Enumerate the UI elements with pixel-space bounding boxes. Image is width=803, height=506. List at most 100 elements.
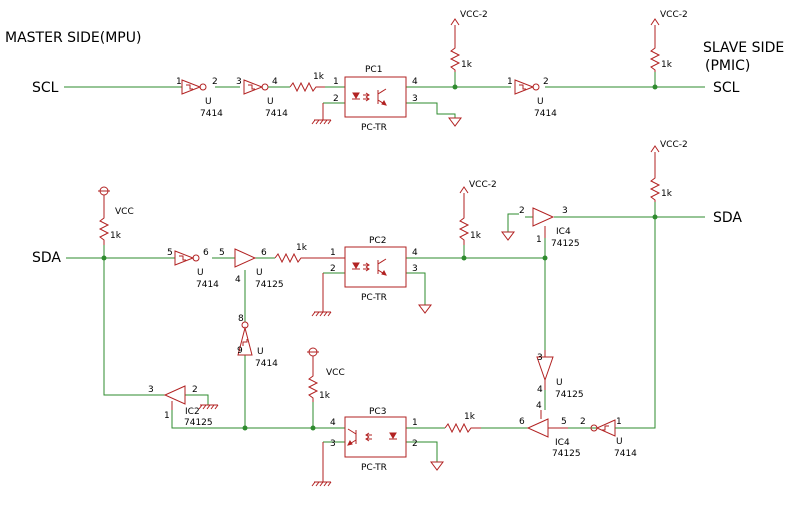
sda-pullup-vcc2-1: VCC-2 1k: [458, 180, 497, 245]
pin-label: 2: [543, 77, 549, 87]
optocoupler-pc2: PC2 PC-TR 1 2 4 3: [330, 236, 418, 303]
optocoupler-pc1: PC1 PC-TR 1 2 4 3: [333, 65, 418, 133]
pin-label: 3: [562, 206, 568, 216]
sda-wires: [66, 202, 705, 462]
gate-ref: U: [556, 378, 563, 388]
gate-ref: U: [257, 347, 264, 357]
gate-part: 74125: [555, 390, 584, 400]
sda-right-label: SDA: [713, 210, 742, 226]
slave-side-title: SLAVE SIDE: [703, 40, 784, 56]
pin-label: 4: [536, 401, 542, 411]
ground-arrow: [501, 231, 515, 241]
pin-label: 2: [192, 385, 198, 395]
pin-label: 3: [330, 439, 336, 449]
opto-type: PC-TR: [361, 463, 387, 473]
gate-part: 74125: [255, 280, 284, 290]
resistor-value: 1k: [470, 231, 482, 241]
scl-schmitt-inverter-3: 1 2 U 7414: [507, 77, 557, 119]
pin-label: 3: [148, 385, 154, 395]
gate-ref: U: [616, 437, 623, 447]
gate-part: 7414: [255, 359, 278, 369]
sda-resistor-1k: 1k: [274, 243, 345, 264]
ic4-tristate-buffer-vertical: 3 4 U 74125: [536, 350, 584, 400]
pin-label: 3: [412, 264, 418, 274]
opto-type: PC-TR: [361, 293, 387, 303]
sda-schmitt-inverter-vertical: 8 9 U 7414: [237, 314, 278, 369]
opto-ref: PC2: [369, 236, 386, 246]
gate-ref: IC2: [185, 407, 200, 417]
scl-schmitt-inverter-2: 3 4 U 7414: [236, 77, 290, 119]
sda-schmitt-inverter-2: 2 1 U 7414: [580, 417, 637, 459]
sda-pullup-vcc2-2: VCC-2 1k: [649, 140, 688, 202]
scl-left-label: SCL: [32, 80, 59, 96]
ic4-tristate-buffer-1: 2 3 1 IC4 74125: [519, 206, 580, 249]
sda-schmitt-inverter-1: 5 6 U 7414: [167, 248, 219, 290]
resistor-value: 1k: [661, 60, 673, 70]
scl-schmitt-inverter-1: 1 2 U 7414: [176, 77, 223, 119]
pin-label: 4: [537, 385, 543, 395]
supply-label: VCC-2: [469, 180, 497, 190]
pin-label: 1: [176, 77, 182, 87]
master-side-title: MASTER SIDE(MPU): [5, 30, 141, 46]
resistor-value: 1k: [313, 72, 325, 82]
gate-ref: U: [205, 97, 212, 107]
supply-label: VCC: [115, 207, 134, 217]
supply-label: VCC: [326, 368, 345, 378]
gate-ref: IC4: [556, 227, 571, 237]
pin-label: 5: [167, 248, 173, 258]
gate-part: 7414: [265, 109, 288, 119]
pc3-resistor-1k: 1k: [444, 412, 481, 434]
gate-part: 7414: [200, 109, 223, 119]
gate-ref: U: [537, 97, 544, 107]
pin-label: 4: [330, 418, 336, 428]
opto-type: PC-TR: [361, 123, 387, 133]
gate-part: 7414: [196, 280, 219, 290]
pin-label: 1: [330, 248, 336, 258]
sda-left-label: SDA: [32, 250, 61, 266]
ground-symbol: [311, 273, 332, 317]
pin-label: 5: [561, 417, 567, 427]
pin-label: 9: [237, 346, 243, 356]
supply-label: VCC-2: [660, 10, 688, 20]
pin-label: 3: [236, 77, 242, 87]
pin-label: 1: [412, 418, 418, 428]
sda-pullup-vcc: VCC 1k: [98, 186, 134, 245]
pin-label: 2: [519, 206, 525, 216]
gate-ref: IC4: [555, 438, 570, 448]
resistor-value: 1k: [110, 231, 122, 241]
opto-ref: PC3: [369, 407, 386, 417]
scl-right-label: SCL: [713, 80, 740, 96]
pin-label: 6: [203, 248, 209, 258]
pin-label: 3: [537, 353, 543, 363]
pin-label: 4: [272, 77, 278, 87]
resistor-value: 1k: [461, 60, 473, 70]
pc3-pullup-vcc: VCC 1k: [307, 347, 345, 402]
scl-pullup-vcc2-1: VCC-2 1k: [449, 10, 488, 72]
gate-part: 74125: [551, 239, 580, 249]
ic4-tristate-buffer-2: 6 5 4 IC4 74125: [519, 401, 581, 459]
pin-label: 1: [164, 411, 170, 421]
gate-ref: U: [256, 268, 263, 278]
resistor-value: 1k: [464, 412, 476, 422]
gate-ref: U: [197, 268, 204, 278]
gate-part: 74125: [552, 449, 581, 459]
scl-resistor-1k: 1k: [289, 72, 325, 93]
ic2-tristate-buffer: 3 2 1 IC2 74125: [148, 385, 213, 428]
optocoupler-pc3: PC3 PC-TR 4 3 1 2: [330, 407, 418, 473]
pin-label: 4: [412, 77, 418, 87]
ground-arrow: [448, 117, 462, 127]
pin-label: 1: [616, 417, 622, 427]
ground-symbol: [311, 103, 332, 125]
resistor-value: 1k: [296, 243, 308, 253]
pin-label: 2: [580, 417, 586, 427]
slave-side-subtitle: (PMIC): [705, 58, 750, 74]
resistor-value: 1k: [661, 189, 673, 199]
gate-part: 74125: [184, 418, 213, 428]
pin-label: 1: [536, 235, 542, 245]
opto-ref: PC1: [365, 65, 382, 75]
pin-label: 2: [212, 77, 218, 87]
pin-label: 8: [238, 314, 244, 324]
pin-label: 1: [333, 77, 339, 87]
